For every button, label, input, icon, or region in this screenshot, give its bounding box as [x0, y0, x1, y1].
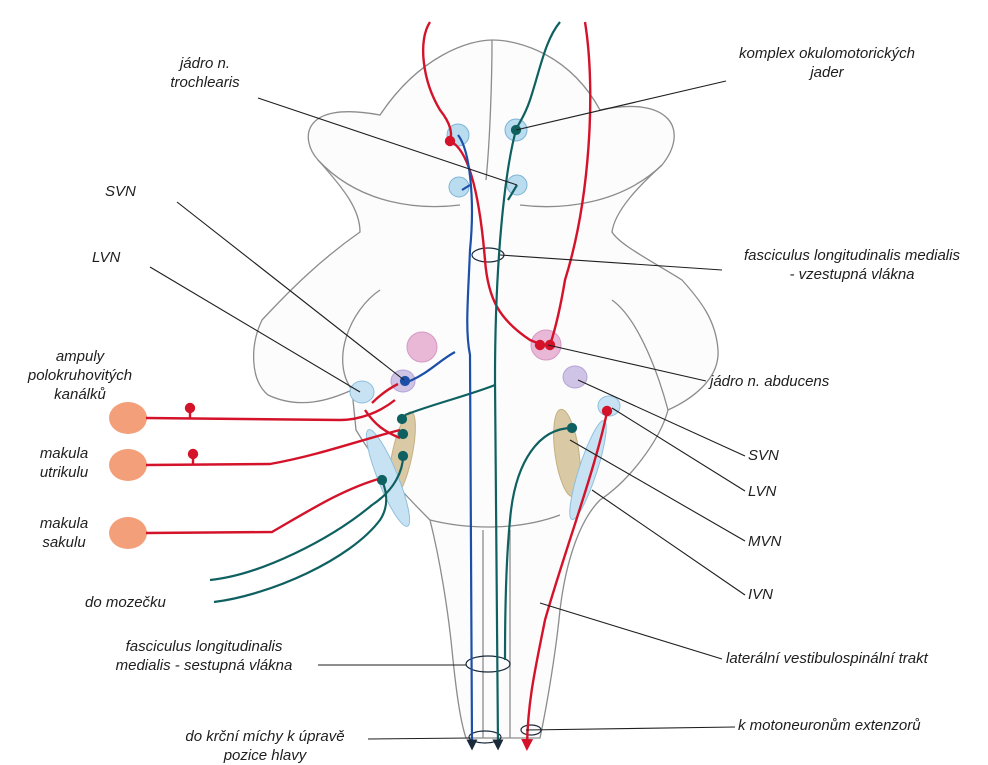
- label-oculomotor-complex: komplex okulomotorických jader: [712, 44, 942, 82]
- label-to-cerebellum: do mozečku: [85, 593, 205, 612]
- label-to-extensor-motoneurons: k motoneuronům extenzorů: [738, 716, 968, 735]
- label-abducens-nucleus: jádro n. abducens: [710, 372, 890, 391]
- lvn-left: [350, 381, 374, 403]
- saccule-receptor: [109, 517, 147, 549]
- label-saccule-macula: makula sakulu: [24, 514, 104, 552]
- utricle-receptor: [109, 449, 147, 481]
- label-lvn-right: LVN: [748, 482, 808, 501]
- cerebellar-fiber-2: [214, 480, 386, 602]
- cerebellar-fiber-1: [210, 456, 403, 580]
- ampulla-receptor: [109, 402, 147, 434]
- svn-right: [563, 366, 587, 388]
- receptors: [109, 402, 147, 549]
- label-lvn-left: LVN: [92, 248, 152, 267]
- label-ivn: IVN: [748, 585, 808, 604]
- abducens-nucleus-left: [407, 332, 437, 362]
- label-trochlear-nucleus: jádro n. trochlearis: [150, 54, 260, 92]
- label-mvn: MVN: [748, 532, 808, 551]
- label-to-cervical-cord: do krční míchy k úpravě pozice hlavy: [165, 727, 365, 765]
- label-svn-left: SVN: [105, 182, 165, 201]
- label-utricle-macula: makula utrikulu: [24, 444, 104, 482]
- label-lateral-vestibulospinal: laterální vestibulospinální trakt: [726, 649, 976, 668]
- label-ampullae: ampuly polokruhovitých kanálků: [20, 347, 140, 404]
- label-mlf-descending: fasciculus longitudinalis medialis - ses…: [90, 637, 318, 675]
- label-mlf-ascending: fasciculus longitudinalis medialis - vze…: [722, 246, 982, 284]
- label-svn-right: SVN: [748, 446, 808, 465]
